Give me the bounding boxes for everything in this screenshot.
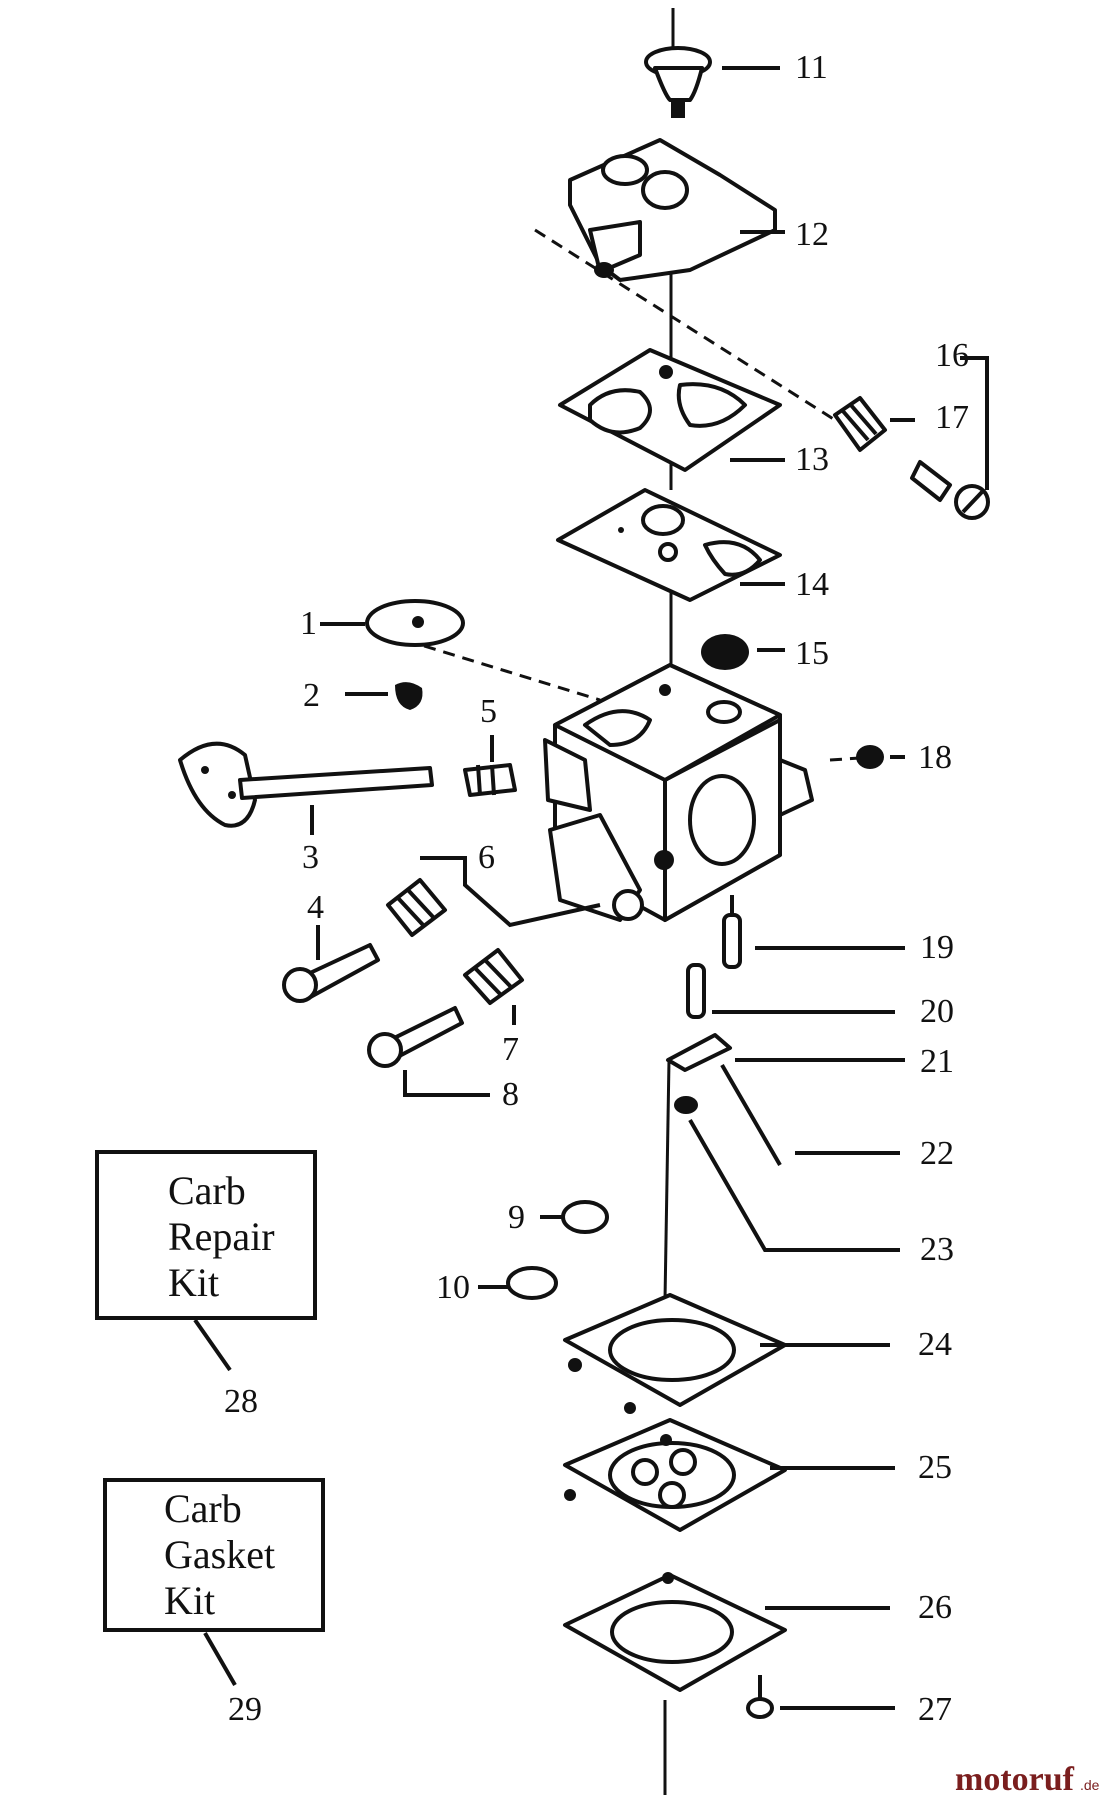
part-21-lever: 21 <box>666 1033 954 1080</box>
label-26: 26 <box>918 1589 952 1626</box>
carburetor-body <box>543 663 814 922</box>
gasket-kit-box: Carb Gasket Kit 29 <box>103 1478 325 1728</box>
label-21: 21 <box>920 1043 954 1080</box>
part-22-shaft: 22 <box>720 1063 954 1172</box>
part-17-spring: 17 <box>833 396 969 452</box>
label-5: 5 <box>480 693 497 730</box>
part-1-plate: 1 <box>300 599 465 647</box>
repair-kit-line1: Carb <box>168 1168 246 1213</box>
label-23: 23 <box>920 1231 954 1268</box>
part-8-needle-screw: 8 <box>367 1006 519 1113</box>
label-22: 22 <box>920 1135 954 1172</box>
part-18-plug: 18 <box>856 739 952 776</box>
label-3: 3 <box>302 839 319 876</box>
label-7: 7 <box>502 1031 519 1068</box>
part-3-throttle-shaft: 3 <box>178 741 434 876</box>
part-10-plug: 10 <box>436 1266 558 1306</box>
part-24-gasket: 24 <box>563 1293 952 1414</box>
label-16: 16 <box>935 337 969 374</box>
label-13: 13 <box>795 441 829 478</box>
label-2: 2 <box>303 677 320 714</box>
repair-kit-line3: Kit <box>168 1260 219 1305</box>
label-12: 12 <box>795 216 829 253</box>
part-27-screw: 27 <box>746 1675 952 1728</box>
part-25-diaphragm: 25 <box>563 1418 952 1532</box>
label-20: 20 <box>920 993 954 1030</box>
label-10: 10 <box>436 1269 470 1306</box>
part-13-gasket: 13 <box>558 348 829 478</box>
repair-kit-line2: Repair <box>168 1214 275 1259</box>
part-6-spring: 6 <box>386 839 601 937</box>
watermark-suffix: .de <box>1080 1777 1100 1793</box>
label-4: 4 <box>307 889 324 926</box>
repair-kit-box: Carb Repair Kit 28 <box>95 1150 317 1420</box>
gasket-kit-line1: Carb <box>164 1486 242 1531</box>
label-1: 1 <box>300 605 317 642</box>
label-17: 17 <box>935 399 969 436</box>
part-14-diaphragm: 14 <box>556 488 829 603</box>
svg-text:motoruf: motoruf <box>955 1761 1075 1798</box>
part-15-cap: 15 <box>701 634 829 672</box>
label-29: 29 <box>228 1691 262 1728</box>
watermark-brand: motoruf <box>955 1761 1075 1798</box>
label-27: 27 <box>918 1691 952 1728</box>
label-14: 14 <box>795 566 829 603</box>
part-5-spring: 5 <box>463 693 517 797</box>
label-19: 19 <box>920 929 954 966</box>
label-15: 15 <box>795 635 829 672</box>
part-20-pin: 20 <box>686 963 954 1030</box>
label-18: 18 <box>918 739 952 776</box>
label-6: 6 <box>478 839 495 876</box>
part-23-screw: 23 <box>674 1096 954 1268</box>
label-11: 11 <box>795 49 828 86</box>
label-28: 28 <box>224 1383 258 1420</box>
gasket-kit-line3: Kit <box>164 1578 215 1623</box>
part-11-screw: 11 <box>644 46 828 118</box>
part-7-spring: 7 <box>463 948 524 1068</box>
part-16-screw: 16 <box>910 337 990 520</box>
watermark: motoruf .de <box>955 1761 1100 1798</box>
part-12-pump-cover: 12 <box>568 138 829 282</box>
label-9: 9 <box>508 1199 525 1236</box>
label-25: 25 <box>918 1449 952 1486</box>
part-4-needle-screw: 4 <box>282 889 380 1003</box>
part-26-cover: 26 <box>563 1572 952 1692</box>
part-19-pin: 19 <box>722 895 954 969</box>
part-9-plug: 9 <box>508 1199 609 1236</box>
part-2-screw: 2 <box>303 677 423 714</box>
label-8: 8 <box>502 1076 519 1113</box>
label-24: 24 <box>918 1326 952 1363</box>
gasket-kit-line2: Gasket <box>164 1532 275 1577</box>
